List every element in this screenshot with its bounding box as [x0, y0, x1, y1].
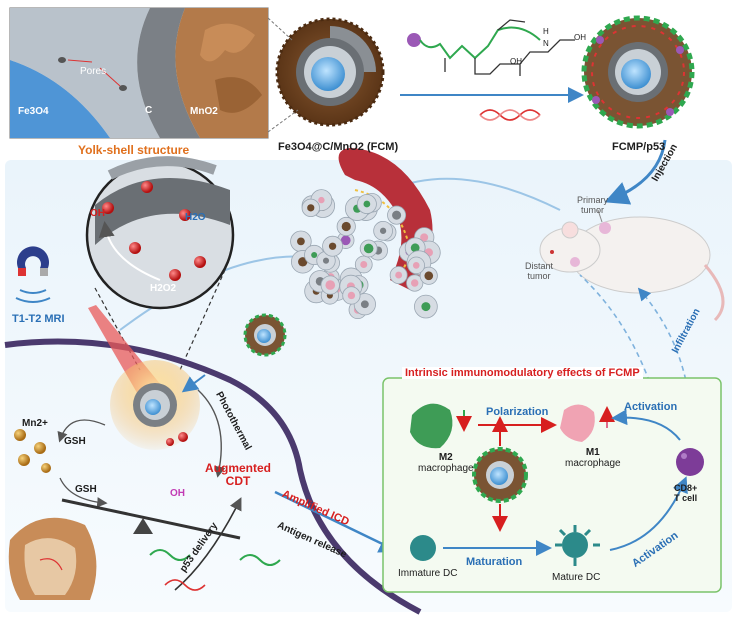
tumor-cell-nucleus — [410, 279, 419, 287]
maturation-label: Maturation — [466, 556, 523, 568]
fcm-particle — [275, 17, 385, 127]
tumor-cell-nucleus — [424, 271, 434, 281]
mri-label: T1-T2 MRI — [12, 313, 65, 325]
fcm-label: Fe3O4@C/MnO2 (FCM) — [278, 141, 399, 153]
polymer-h: H — [543, 27, 549, 36]
reaction-zoom-circle — [85, 156, 235, 310]
mature-dc-label: Mature DC — [552, 572, 601, 583]
tumor-cell-nucleus — [360, 300, 369, 309]
tumor-cell-nucleus — [392, 210, 402, 220]
tumor-cell-nucleus — [363, 243, 374, 254]
tumor-cell-nucleus — [341, 221, 351, 232]
tumor-cell-nucleus — [360, 261, 368, 268]
tumor-cell-nucleus — [410, 243, 420, 253]
yolk-shell-title: Yolk-shell structure — [78, 143, 190, 157]
broken-nanoshell — [8, 517, 97, 600]
zoom-oh-label: OH — [90, 208, 105, 219]
fcmp-label: FCMP/p53 — [612, 141, 666, 153]
cd8-t-cell — [676, 448, 704, 476]
p53-dna-strand — [479, 109, 541, 121]
immuno-title: Intrinsic immunomodulatory effects of FC… — [402, 367, 643, 380]
gsh-bottom-label: GSH — [75, 484, 97, 495]
tumor-cell-nucleus — [298, 257, 308, 267]
seesaw-balance — [61, 498, 241, 540]
tumor-cell-nucleus — [325, 280, 336, 290]
mn-ion-label: Mn2+ — [22, 418, 48, 429]
fcmp-p53-particle — [581, 15, 695, 129]
tumor-cell-nucleus — [322, 257, 330, 264]
cd8-t-cell-label: CD8+T cell — [674, 483, 698, 503]
m2-macrophage — [410, 403, 453, 449]
magnet-icon — [15, 246, 51, 303]
mature-dc — [555, 525, 600, 566]
tumor-cell-nucleus — [318, 196, 325, 204]
tumor-cell-nucleus — [421, 302, 431, 312]
zoom-h2o2-label: H2O2 — [150, 283, 177, 294]
yolk-shell-inset — [9, 7, 269, 139]
polymer-oh-end: OH — [574, 33, 586, 42]
tumor-cell-nucleus — [412, 262, 420, 269]
polymer-n: N — [543, 39, 549, 48]
tumor-cell-nucleus — [297, 237, 305, 246]
tumor-cell-nucleus — [347, 291, 356, 300]
tumor-cell-nucleus — [311, 251, 318, 258]
tumor-blood-vessel — [290, 148, 441, 320]
inset-mno2-label: MnO2 — [190, 106, 218, 117]
polymer-oh-mid: OH — [510, 57, 522, 66]
tumor-cell-nucleus — [328, 242, 337, 250]
inset-pores-label: Pores — [80, 66, 107, 77]
immature-dc-label: Immature DC — [398, 568, 458, 579]
tumor-cell-nucleus — [307, 204, 315, 212]
tumor-cell-nucleus — [395, 271, 403, 279]
tumor-cell-nucleus — [363, 200, 371, 208]
inset-fe3o4-label: Fe3O4 — [18, 106, 49, 117]
mn-ions — [14, 429, 51, 473]
cell-membrane — [4, 338, 422, 615]
gsh-top-label: GSH — [64, 436, 86, 447]
immature-dc — [410, 535, 436, 561]
zoom-h2o-label: H2O — [185, 212, 206, 223]
activation-top-label: Activation — [624, 401, 678, 413]
oh-up-label: OH — [170, 488, 185, 499]
fcmp-small-particle — [243, 313, 287, 357]
tumor-cell-nucleus — [340, 235, 351, 246]
tumor-cell-nucleus — [379, 227, 387, 234]
m1-macrophage — [560, 404, 595, 442]
polarization-label: Polarization — [486, 406, 549, 418]
fcmp-center-particle — [472, 447, 528, 503]
mouse-illustration — [539, 216, 725, 322]
pegylated-polymer-structure — [407, 19, 575, 76]
fcm-in-cell — [133, 383, 177, 427]
tumor-cell-nucleus — [420, 233, 429, 242]
inset-c-label: C — [145, 105, 153, 116]
